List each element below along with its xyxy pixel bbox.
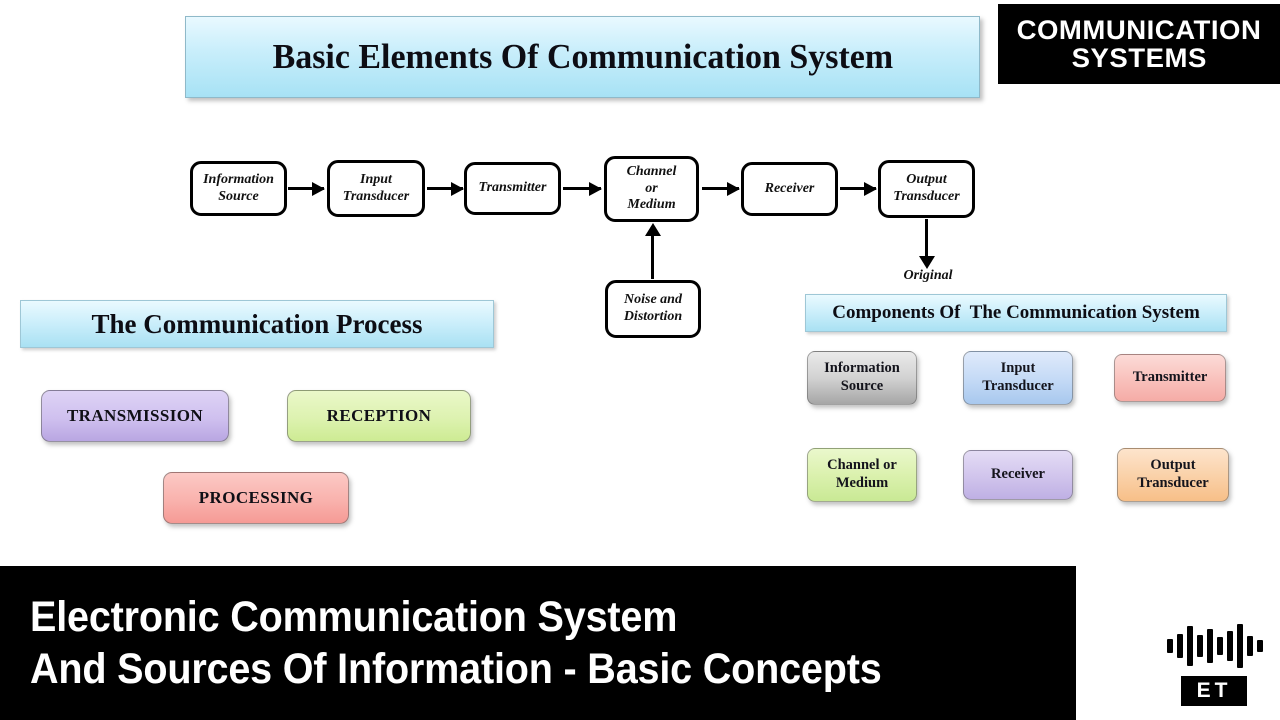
waveform-bar: [1227, 631, 1233, 661]
process-chip-transmission[interactable]: TRANSMISSION: [41, 390, 229, 442]
component-chip-label: Output Transducer: [1137, 457, 1209, 491]
bottom-banner: Electronic Communication System And Sour…: [0, 566, 1076, 720]
component-chip-label: Information Source: [824, 360, 900, 394]
components-panel-header: Components Of The Communication System: [805, 294, 1227, 332]
component-chip-receiver[interactable]: Receiver: [963, 450, 1073, 500]
diagram-arrow-2: [427, 181, 464, 196]
waveform-bar: [1187, 626, 1193, 666]
brand-badge: COMMUNICATION SYSTEMS: [998, 4, 1280, 84]
diagram-arrow-1: [288, 181, 325, 196]
diagram-box-output-transducer: Output Transducer: [878, 160, 975, 218]
process-chip-label: PROCESSING: [198, 488, 314, 507]
diagram-box-information-source: Information Source: [190, 161, 287, 216]
component-chip-output-transducer[interactable]: Output Transducer: [1117, 448, 1229, 502]
process-chip-reception[interactable]: RECEPTION: [287, 390, 471, 442]
diagram-arrow-noise-to-channel: [644, 223, 661, 279]
diagram-box-label: Channel or Medium: [626, 164, 677, 213]
process-chip-label: RECEPTION: [326, 406, 432, 425]
waveform-bar: [1167, 639, 1173, 653]
waveform-bar: [1207, 629, 1213, 663]
diagram-box-channel-or-medium: Channel or Medium: [604, 156, 699, 222]
component-chip-information-source[interactable]: Information Source: [807, 351, 917, 405]
diagram-box-label: Transmitter: [478, 180, 547, 196]
component-chip-channel-or-medium[interactable]: Channel or Medium: [807, 448, 917, 502]
process-chip-processing[interactable]: PROCESSING: [163, 472, 349, 524]
process-panel-header-text: The Communication Process: [91, 308, 423, 339]
bottom-banner-line2: And Sources Of Information - Basic Conce…: [30, 645, 882, 693]
diagram-arrow-4: [702, 181, 740, 196]
waveform-bar: [1257, 640, 1263, 652]
et-logo: ET: [1163, 618, 1267, 714]
audio-waveform-icon: [1163, 618, 1267, 674]
diagram-box-label: Output Transducer: [893, 172, 960, 204]
bottom-banner-line1: Electronic Communication System: [30, 592, 678, 641]
diagram-box-label: Noise and Distortion: [623, 292, 683, 324]
waveform-bar: [1237, 624, 1243, 668]
diagram-box-noise-and-distortion: Noise and Distortion: [605, 280, 701, 338]
component-chip-label: Channel or Medium: [827, 457, 897, 491]
diagram-arrow-output-down: [918, 219, 935, 269]
component-chip-transmitter[interactable]: Transmitter: [1114, 354, 1226, 402]
diagram-arrow-5: [840, 181, 877, 196]
component-chip-input-transducer[interactable]: Input Transducer: [963, 351, 1073, 405]
diagram-arrow-3: [563, 181, 602, 196]
waveform-bar: [1217, 637, 1223, 655]
diagram-box-input-transducer: Input Transducer: [327, 160, 425, 217]
brand-badge-line1: COMMUNICATION: [1016, 14, 1262, 45]
component-chip-label: Receiver: [991, 466, 1045, 483]
components-panel-header-text: Components Of The Communication System: [832, 302, 1200, 323]
diagram-box-transmitter: Transmitter: [464, 162, 561, 215]
main-title-text: Basic Elements Of Communication System: [272, 37, 893, 76]
waveform-bar: [1247, 636, 1253, 656]
diagram-output-label: Original: [903, 268, 953, 283]
diagram-box-label: Input Transducer: [342, 171, 410, 204]
diagram-box-receiver: Receiver: [741, 162, 838, 216]
process-chip-label: TRANSMISSION: [66, 406, 204, 425]
component-chip-label: Transmitter: [1132, 369, 1208, 386]
brand-badge-line2: SYSTEMS: [1071, 43, 1207, 73]
main-title-bar: Basic Elements Of Communication System: [185, 16, 980, 98]
diagram-box-label: Information Source: [203, 171, 274, 204]
diagram-box-label: Receiver: [764, 180, 815, 196]
waveform-bar: [1197, 635, 1203, 657]
process-panel-header: The Communication Process: [20, 300, 494, 348]
waveform-bar: [1177, 634, 1183, 658]
component-chip-label: Input Transducer: [982, 360, 1054, 394]
et-logo-text: ET: [1181, 676, 1247, 706]
